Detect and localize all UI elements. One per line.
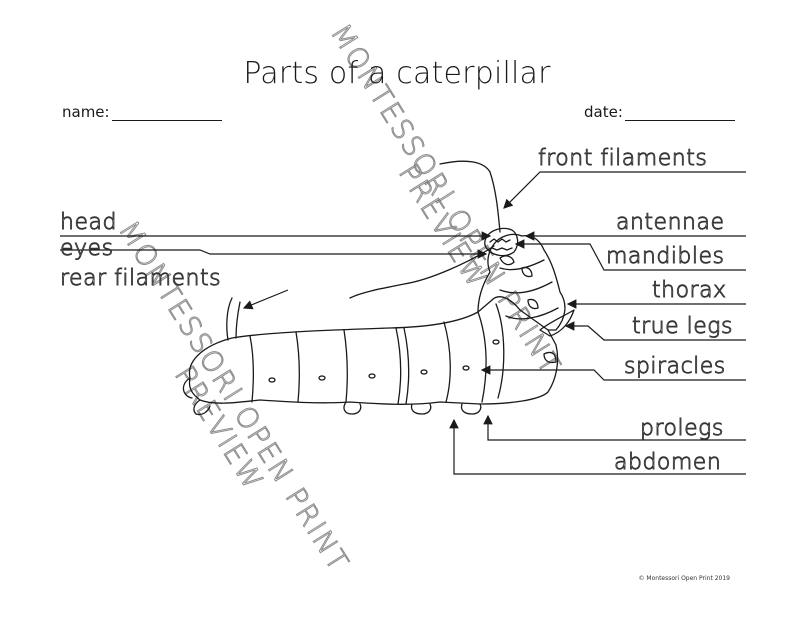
name-field: name: [62, 103, 222, 121]
front-filaments-leader [503, 171, 746, 209]
spiracles-leader [480, 365, 746, 381]
label-abdomen: abdomen [614, 450, 722, 476]
label-antennae: antennae [616, 210, 725, 236]
prolegs-leader [483, 414, 746, 441]
true-legs-leader [564, 321, 746, 341]
date-line [624, 106, 735, 121]
label-prolegs: prolegs [640, 416, 724, 442]
caterpillar-body [182, 160, 575, 416]
name-label: name: [62, 103, 110, 121]
page-title: Parts of a caterpillar [243, 56, 551, 91]
label-head: head [60, 210, 117, 236]
label-spiracles: spiracles [624, 354, 726, 380]
label-thorax: thorax [652, 278, 727, 304]
label-front-filaments: front filaments [538, 146, 708, 172]
label-mandibles: mandibles [606, 244, 725, 270]
mandibles-leader [514, 239, 746, 271]
abdomen-leader [449, 418, 746, 475]
label-true-legs: true legs [632, 314, 733, 340]
copyright-notice: © Montessori Open Print 2019 [638, 575, 730, 582]
eyes-leader [60, 249, 488, 259]
label-eyes: eyes [60, 236, 114, 262]
date-field: date: [584, 103, 735, 121]
label-rear-filaments: rear filaments [60, 266, 222, 292]
date-label: date: [584, 103, 623, 121]
rear-filaments-leader [242, 289, 289, 310]
name-line [111, 106, 222, 121]
leader-lines [60, 171, 746, 475]
